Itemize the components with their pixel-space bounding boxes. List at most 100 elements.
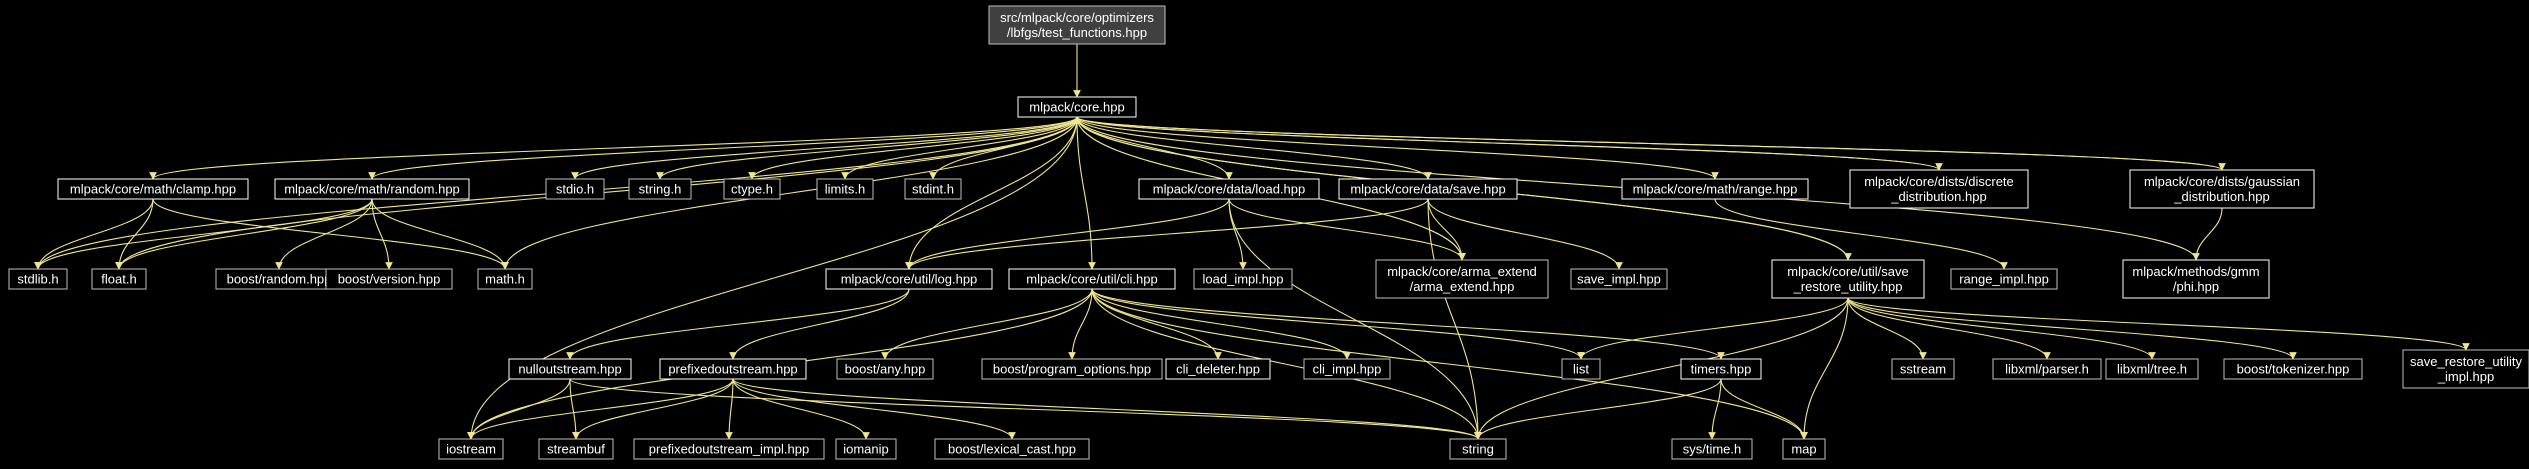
node-clamp[interactable]: mlpack/core/math/clamp.hpp: [57, 178, 249, 200]
node-nullout-label-0: nulloutstream.hpp: [518, 362, 621, 377]
edge-save_restore-to-boost_tokenizer: [1847, 297, 2297, 360]
node-iomanip: iomanip: [835, 438, 897, 460]
node-log[interactable]: mlpack/core/util/log.hpp: [825, 268, 993, 290]
node-boost_any: boost/any.hpp: [836, 358, 934, 380]
edge-core-to-load: [1076, 116, 1233, 180]
edge-range-to-range_impl: [1714, 198, 2008, 270]
node-nullout[interactable]: nulloutstream.hpp: [508, 358, 632, 380]
node-sr_impl-label-0: save_restore_utility: [2410, 354, 2522, 369]
node-gaussian-box: [2129, 169, 2315, 209]
node-systime: sys/time.h: [1671, 438, 1753, 460]
edge-prefixed-to-lexical_cast: [732, 378, 1016, 440]
node-streambuf: streambuf: [538, 438, 614, 460]
node-root: src/mlpack/core/optimizers/lbfgs/test_fu…: [988, 5, 1166, 45]
edge-random-to-boost_random: [275, 198, 373, 270]
edge-random-to-stdlib: [34, 198, 373, 270]
node-sr_impl-box: [2402, 349, 2529, 389]
node-save[interactable]: mlpack/core/data/save.hpp: [1338, 178, 1518, 200]
node-cli[interactable]: mlpack/core/util/cli.hpp: [1008, 268, 1176, 290]
node-iostream-label-0: iostream: [446, 442, 496, 457]
node-math-label-0: math.h: [485, 272, 525, 287]
node-core-box: [1017, 96, 1137, 118]
node-phi-label-0: mlpack/methods/gmm: [2132, 264, 2259, 279]
node-streambuf-box: [538, 438, 614, 460]
edge-timers-to-map: [1720, 378, 1808, 440]
node-save-box: [1338, 178, 1518, 200]
node-ctype-box: [723, 178, 781, 200]
edge-timers-to-systime: [1708, 378, 1722, 440]
edge-prefixed-to-prefixed_impl: [725, 378, 734, 440]
node-prefixed-label-0: prefixedoutstream.hpp: [668, 362, 797, 377]
node-prefixed_impl: prefixedoutstream_impl.hpp: [633, 438, 825, 460]
edge-nullout-to-streambuf: [569, 378, 580, 440]
edge-core-to-ctype: [748, 116, 1078, 180]
edge-core-to-random: [368, 116, 1078, 180]
node-stdint: stdint.h: [904, 178, 962, 200]
node-boost_any-label-0: boost/any.hpp: [845, 362, 926, 377]
node-boost_version-box: [325, 268, 453, 290]
node-range_impl-box: [1950, 268, 2058, 290]
node-core[interactable]: mlpack/core.hpp: [1017, 96, 1137, 118]
node-cli_impl: cli_impl.hpp: [1303, 358, 1391, 380]
node-cli_deleter[interactable]: cli_deleter.hpp: [1165, 358, 1271, 380]
edge-cli-to-boost_any: [881, 288, 1093, 360]
node-load_impl: load_impl.hpp: [1193, 268, 1293, 290]
node-range-label-0: mlpack/core/math/range.hpp: [1633, 182, 1798, 197]
edge-core-to-iostream: [467, 116, 1078, 440]
edge-core-to-string_h: [656, 116, 1078, 180]
node-timers[interactable]: timers.hpp: [1680, 358, 1762, 380]
edge-load-to-string: [1228, 198, 1482, 440]
edge-nullout-to-iostream: [467, 378, 571, 440]
node-gaussian[interactable]: mlpack/core/dists/gaussian_distribution.…: [2129, 169, 2315, 209]
node-boost_po-box: [981, 358, 1163, 380]
edge-gaussian-to-core: [1073, 116, 2223, 171]
node-discrete-label-0: mlpack/core/dists/discrete: [1864, 174, 2014, 189]
edge-save_restore-to-libxml_tree: [1847, 297, 2156, 360]
node-boost_tokenizer-label-0: boost/tokenizer.hpp: [2237, 362, 2350, 377]
node-discrete-box: [1849, 169, 2029, 209]
edge-save-to-arma_extend: [1427, 198, 1466, 261]
node-libxml_parser: libxml/parser.h: [1992, 358, 2102, 380]
edge-timers-to-string: [1474, 378, 1722, 440]
edge-save_restore-to-string: [1474, 297, 1849, 440]
node-string_h-label-0: string.h: [639, 182, 682, 197]
node-discrete[interactable]: mlpack/core/dists/discrete_distribution.…: [1849, 169, 2029, 209]
edge-core-to-cli: [1076, 116, 1096, 270]
node-core-label-0: mlpack/core.hpp: [1029, 100, 1124, 115]
node-limits: limits.h: [816, 178, 874, 200]
node-boost_po: boost/program_options.hpp: [981, 358, 1163, 380]
node-layer: src/mlpack/core/optimizers/lbfgs/test_fu…: [8, 5, 2529, 460]
node-root-box: [988, 5, 1166, 45]
edge-save-to-string: [1427, 198, 1482, 440]
edge-save-to-log: [905, 198, 1429, 270]
node-phi[interactable]: mlpack/methods/gmm/phi.hpp: [2122, 259, 2270, 299]
edge-clamp-to-stdlib: [34, 198, 154, 270]
edge-random-to-float: [115, 198, 373, 270]
node-log-box: [825, 268, 993, 290]
node-cli-box: [1008, 268, 1176, 290]
node-prefixed[interactable]: prefixedoutstream.hpp: [659, 358, 807, 380]
node-float-label-0: float.h: [101, 272, 136, 287]
edge-cli-to-map: [1091, 288, 1808, 440]
node-save_restore[interactable]: mlpack/core/util/save_restore_utility.hp…: [1771, 259, 1925, 299]
node-save_restore-label-1: _restore_utility.hpp: [1793, 279, 1903, 294]
node-random[interactable]: mlpack/core/math/random.hpp: [274, 178, 470, 200]
node-sstream-label-0: sstream: [1900, 362, 1946, 377]
node-libxml_tree: libxml/tree.h: [2105, 358, 2199, 380]
node-sstream-box: [1891, 358, 1955, 380]
edge-load-to-log: [905, 198, 1230, 270]
node-load[interactable]: mlpack/core/data/load.hpp: [1138, 178, 1320, 200]
node-range[interactable]: mlpack/core/math/range.hpp: [1621, 178, 1809, 200]
edge-random-to-math: [371, 198, 509, 270]
node-boost_version-label-0: boost/version.hpp: [338, 272, 441, 287]
node-cli_deleter-box: [1165, 358, 1271, 380]
node-range_impl-label-0: range_impl.hpp: [1959, 272, 2049, 287]
edge-nullout-to-string: [569, 378, 1482, 440]
node-save_impl: save_impl.hpp: [1570, 268, 1668, 290]
node-save_restore-box: [1771, 259, 1925, 299]
node-arma_extend: mlpack/core/arma_extend/arma_extend.hpp: [1375, 259, 1549, 299]
edge-core-to-range: [1076, 116, 1719, 180]
node-lexical_cast-box: [934, 438, 1090, 460]
node-streambuf-label-0: streambuf: [547, 442, 605, 457]
node-string-box: [1449, 438, 1507, 460]
